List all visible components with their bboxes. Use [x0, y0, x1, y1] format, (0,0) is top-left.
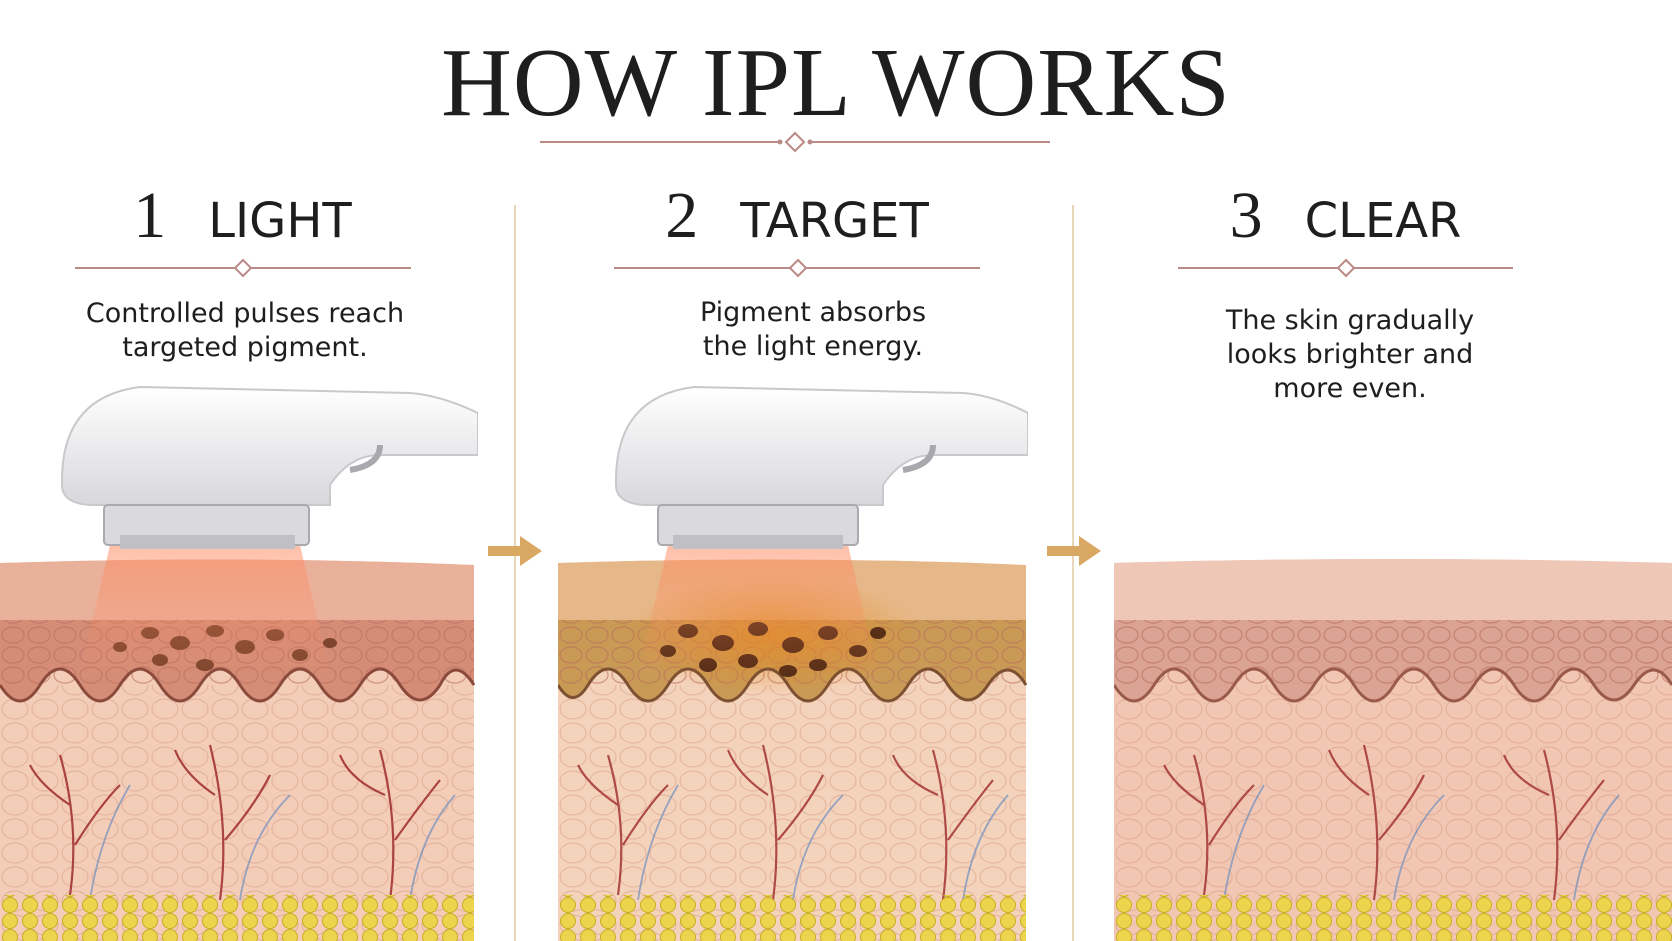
step-2-ornament-divider: [614, 258, 980, 278]
arrow-right-icon: [488, 536, 542, 566]
step-3-number: 3: [1229, 179, 1263, 252]
step-1-heading: 1 LIGHT: [75, 178, 410, 254]
step-1-number: 1: [133, 179, 167, 252]
page-title: HOW IPL WORKS: [441, 29, 1231, 137]
step-3-heading: 3 CLEAR: [1178, 178, 1513, 254]
title-ornament-divider: [540, 131, 1050, 153]
step-2-label: TARGET: [740, 193, 929, 249]
arrow-right-icon: [1047, 536, 1101, 566]
step-2-number: 2: [665, 179, 699, 252]
step-2-heading: 2 TARGET: [612, 178, 982, 254]
step-3-label: CLEAR: [1304, 193, 1462, 249]
skin-cross-section-1: [0, 385, 478, 941]
step-3-ornament-divider: [1178, 258, 1513, 278]
step-3-description: The skin gradually looks brighter and mo…: [1225, 305, 1475, 404]
column-divider-2: [1072, 205, 1074, 941]
step-2-description: Pigment absorbs the light energy.: [699, 297, 927, 362]
skin-cross-section-3: [1114, 559, 1672, 941]
step-1-description: Controlled pulses reach targeted pigment…: [85, 298, 405, 363]
column-divider-1: [514, 205, 516, 941]
step-1-ornament-divider: [75, 258, 411, 278]
step-1-label: LIGHT: [208, 193, 352, 249]
skin-cross-section-2: [558, 385, 1028, 941]
